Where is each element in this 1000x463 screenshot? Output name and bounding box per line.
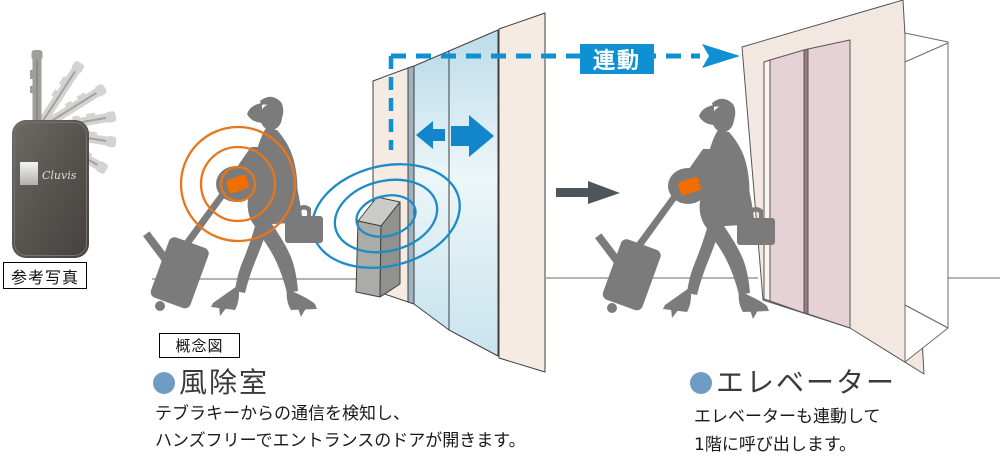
main-key-icon	[30, 50, 43, 132]
elevator-description-line1: エレベーターも連動して	[694, 407, 881, 427]
vestibule-section-heading: 風除室	[153, 369, 269, 397]
entrance-sensor	[355, 196, 401, 298]
entrance-door	[372, 12, 546, 373]
door-slide-arrows-icon	[416, 115, 494, 157]
arrowhead-icon	[702, 44, 740, 68]
elevator-door-left	[769, 49, 805, 314]
concept-diagram-label: 概念図	[159, 333, 240, 358]
elevator-description: エレベーターも連動して 1階に呼び出します。	[694, 403, 881, 459]
glass-door-right-pane	[448, 29, 499, 357]
elevator-open-side-panel	[904, 32, 949, 363]
traveler-right	[595, 98, 775, 319]
reference-photo-label: 参考写真	[3, 262, 87, 289]
elevator-description-line2: 1階に呼び出します。	[694, 435, 857, 455]
elevator-heading-text: エレベーター	[716, 366, 897, 399]
vestibule-description-line2: ハンズフリーでエントランスのドアが開きます。	[155, 431, 526, 451]
key-signal-waves	[179, 125, 297, 243]
scene-transition-arrow-icon	[556, 181, 620, 204]
fob-label-plate	[20, 162, 38, 185]
elevator	[741, 0, 949, 375]
section-bullet-icon	[690, 372, 712, 394]
vestibule-heading-text: 風除室	[179, 366, 270, 399]
device-brand-text: Cluvis	[42, 169, 77, 182]
interlock-label: 連動	[580, 44, 654, 74]
glass-door-left-pane	[413, 50, 450, 331]
elevator-door-right	[807, 39, 851, 329]
key-fob-photo: Cluvis	[12, 50, 118, 258]
vestibule-description: テブラキーからの通信を検知し、 ハンズフリーでエントランスのドアが開きます。	[155, 401, 526, 455]
vestibule-description-line1: テブラキーからの通信を検知し、	[155, 404, 410, 424]
traveler-left	[143, 96, 323, 317]
section-bullet-icon	[153, 372, 175, 394]
fob-body	[12, 120, 89, 258]
elevator-section-heading: エレベーター	[690, 369, 896, 397]
